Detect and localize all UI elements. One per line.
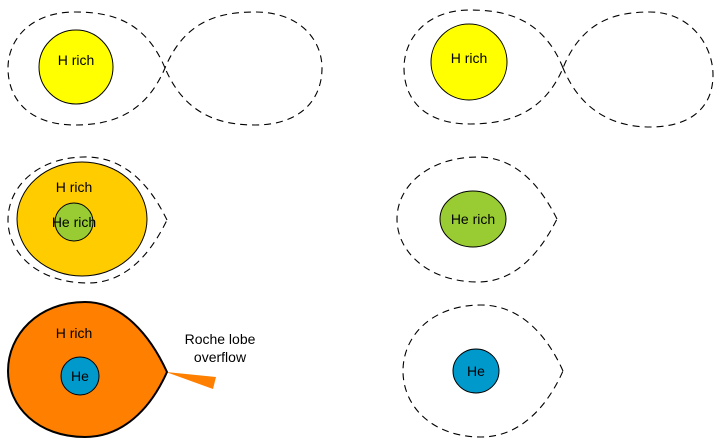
h-rich-label: H rich [451,50,488,66]
he-rich-label: He rich [451,211,495,227]
roche-lobe-figure-eight [7,11,323,126]
panel-top-left: H rich [7,11,323,126]
h-rich-label: H rich [58,52,95,68]
he-star [452,348,500,394]
panel-bot-right: He [402,304,564,438]
roche-lobe-teardrop [396,156,558,283]
he-core [60,356,100,396]
overflow-stream [166,372,216,389]
he-label: He [71,368,89,384]
roche-lobe-teardrop [7,156,168,284]
he-rich-label: He rich [52,214,96,230]
panel-mid-left: H rich He rich [7,156,168,284]
panel-bot-left: H rich He Roche lobe overflow [6,300,256,439]
he-rich-star [439,190,507,248]
he-label: He [467,363,485,379]
panel-top-right: H rich [403,9,714,128]
roche-lobe-overflow-label-line1: Roche lobe [185,331,256,347]
h-rich-label: H rich [56,179,93,195]
h-rich-star [38,29,114,105]
roche-lobe-overflow-label-line2: overflow [194,349,247,365]
h-rich-label: H rich [56,325,93,341]
he-rich-core [54,202,94,242]
roche-lobe-figure-eight [403,9,714,128]
h-rich-star [430,23,508,101]
panel-mid-right: He rich [396,156,558,283]
